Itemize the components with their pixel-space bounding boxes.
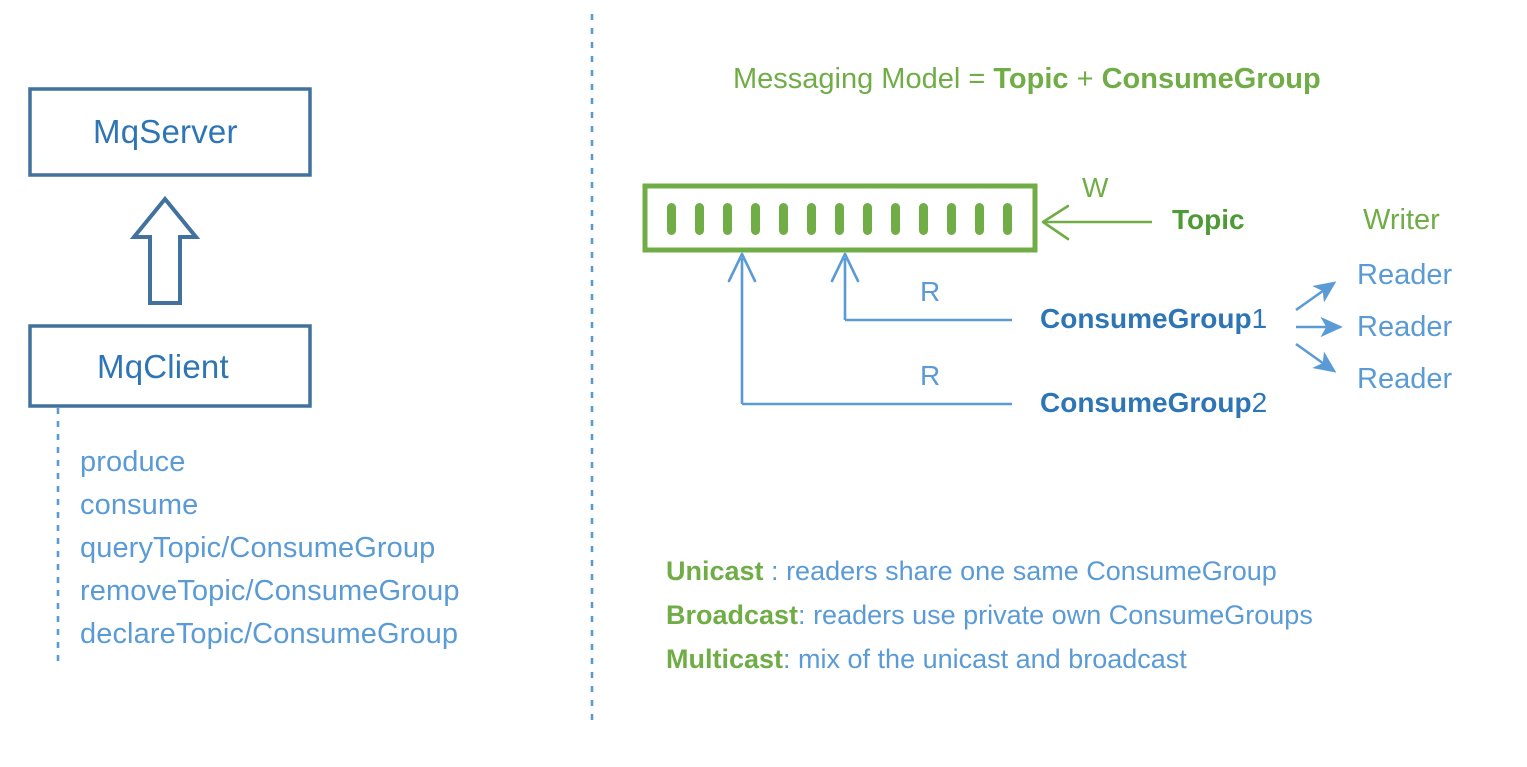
consumegroup-label-2: ConsumeGroup2: [1040, 389, 1267, 417]
block-arrow-up-shape: [129, 195, 201, 305]
consumegroup-1-number: 1: [1251, 303, 1268, 334]
write-arrow: [1041, 204, 1152, 241]
title-plus: +: [1068, 63, 1102, 95]
operation-item-consume: consume: [80, 489, 199, 521]
legend-line-multicast: Multicast: mix of the unicast and broadc…: [666, 646, 1187, 673]
legend-term-multicast: Multicast: [666, 644, 784, 674]
consumegroup-1-name: ConsumeGroup: [1040, 303, 1252, 334]
legend-desc-unicast: readers share one same ConsumeGroup: [786, 556, 1277, 586]
topic-message-bars: [667, 203, 1012, 235]
title-term-topic: Topic: [993, 63, 1069, 95]
title-term-consumegroup: ConsumeGroup: [1101, 63, 1321, 95]
consumegroup-label-1: ConsumeGroup1: [1040, 305, 1267, 333]
mqserver-box-label: MqServer: [93, 113, 238, 150]
legend-sep-unicast: :: [763, 556, 787, 586]
operation-item-query-topic: queryTopic/ConsumeGroup: [80, 532, 436, 564]
writer-label: Writer: [1363, 204, 1440, 236]
read-arrow-group-2: [727, 252, 1012, 406]
legend-term-unicast: Unicast: [666, 556, 764, 586]
reader-label-1: Reader: [1357, 259, 1453, 291]
mqclient-box-label: MqClient: [97, 348, 229, 385]
mqserver-box-shape: [28, 87, 312, 177]
operation-item-produce: produce: [80, 446, 186, 478]
read-letter-label-2: R: [920, 360, 941, 391]
legend-line-broadcast: Broadcast: readers use private own Consu…: [666, 602, 1313, 629]
messaging-model-title: Messaging Model = Topic + ConsumeGroup: [733, 65, 1321, 94]
consumegroup-2-number: 2: [1251, 387, 1268, 418]
consumegroup1-reader-arrows: [1295, 281, 1343, 373]
reader-label-2: Reader: [1357, 311, 1453, 343]
legend-sep-broadcast: :: [798, 600, 814, 630]
title-prefix: Messaging Model =: [733, 63, 994, 95]
topic-label: Topic: [1172, 204, 1245, 235]
operation-item-declare-topic: declareTopic/ConsumeGroup: [80, 618, 459, 650]
read-arrow-group-1: [830, 252, 1012, 322]
legend-sep-multicast: :: [783, 644, 799, 674]
legend-line-unicast: Unicast : readers share one same Consume…: [666, 558, 1277, 585]
consumegroup-2-name: ConsumeGroup: [1040, 387, 1252, 418]
operation-item-remove-topic: removeTopic/ConsumeGroup: [80, 575, 460, 607]
legend-desc-multicast: mix of the unicast and broadcast: [798, 644, 1187, 674]
reader-label-3: Reader: [1357, 363, 1453, 395]
legend-term-broadcast: Broadcast: [666, 600, 799, 630]
mqclient-box-shape: [28, 324, 312, 408]
write-letter-label: W: [1082, 172, 1109, 203]
read-letter-label-1: R: [920, 276, 941, 307]
legend-desc-broadcast: readers use private own ConsumeGroups: [813, 600, 1313, 630]
